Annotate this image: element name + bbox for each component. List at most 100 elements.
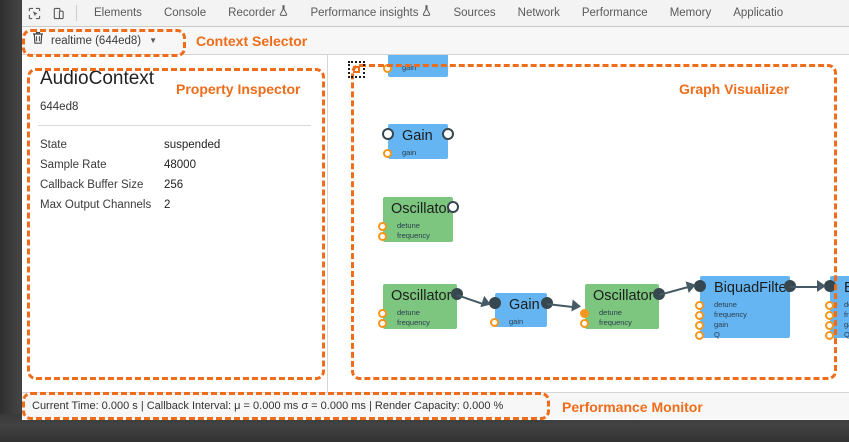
audio-param-port-icon[interactable] [378, 231, 387, 241]
graph-node-title: Oscillator [391, 288, 452, 304]
tab-performance[interactable]: Performance [571, 0, 659, 26]
graph-node-output-port[interactable] [541, 297, 553, 309]
audio-context-detail-view: AudioContext 644ed8 State suspended Samp… [22, 55, 849, 406]
page-title: AudioContext [40, 68, 155, 89]
audio-param-gain[interactable]: gain [825, 320, 849, 330]
tab-performance-insights[interactable]: Performance insights [299, 0, 442, 26]
audio-param-detune[interactable]: detune [378, 308, 457, 318]
property-inspector-panel: AudioContext 644ed8 State suspended Samp… [22, 55, 328, 406]
audio-param-detune[interactable]: detune [580, 308, 659, 318]
graph-visualizer-canvas[interactable]: GaingainGaingainOscillatordetunefrequenc… [328, 55, 849, 406]
graph-edge-arrowhead [571, 299, 582, 313]
audio-param-port-icon[interactable] [825, 330, 834, 340]
audio-param-frequency[interactable]: frequency [378, 318, 457, 328]
tab-performance-label: Performance [581, 7, 648, 19]
graph-node-title: Oscillator [593, 288, 654, 304]
audio-param-port-icon[interactable] [695, 310, 704, 320]
audio-param-Q[interactable]: Q [825, 330, 849, 340]
audio-param-port-icon[interactable] [695, 320, 704, 330]
tab-recorder[interactable]: Recorder [217, 0, 299, 26]
property-table: State suspended Sample Rate 48000 Callba… [40, 135, 220, 215]
graph-node-gain-top[interactable]: Gain gain [383, 55, 448, 77]
tab-application-label: Applicatio [733, 7, 784, 19]
tab-application[interactable]: Applicatio [722, 0, 794, 26]
table-row: Sample Rate 48000 [40, 155, 220, 175]
audio-param-frequency[interactable]: frequency [825, 310, 849, 320]
graph-node-output-port[interactable] [451, 288, 463, 300]
graph-edge-arrowhead [817, 280, 826, 292]
trash-icon[interactable] [32, 31, 44, 50]
audio-param-gain[interactable]: gain [383, 148, 448, 158]
audio-param-port-icon[interactable] [825, 320, 834, 330]
audio-param-frequency[interactable]: frequency [695, 310, 790, 320]
audio-param-port-icon[interactable] [378, 318, 387, 328]
audio-param-port-icon[interactable] [825, 310, 834, 320]
audio-param-port-icon[interactable] [825, 300, 834, 310]
property-key: Callback Buffer Size [40, 179, 144, 191]
audio-param-gain[interactable]: gain [490, 317, 547, 327]
graph-node-title: Gain [388, 55, 448, 59]
graph-node-params: gain [383, 63, 448, 73]
audio-param-detune[interactable]: detune [695, 300, 790, 310]
graph-node-title: Oscillator [391, 201, 452, 217]
chevron-down-icon[interactable]: ▼ [149, 36, 158, 45]
audio-param-detune[interactable]: detune [825, 300, 849, 310]
audio-param-detune[interactable]: detune [378, 221, 453, 231]
tab-console[interactable]: Console [153, 0, 217, 26]
property-value: suspended [164, 139, 221, 151]
graph-node-output-port[interactable] [447, 201, 459, 213]
tab-elements[interactable]: Elements [83, 0, 153, 26]
graph-node-title: B [844, 280, 849, 296]
audio-param-Q[interactable]: Q [695, 330, 790, 340]
audio-param-port-icon[interactable] [580, 308, 589, 318]
audio-param-frequency[interactable]: frequency [580, 318, 659, 328]
inspect-element-icon[interactable] [22, 0, 46, 26]
audio-param-port-icon[interactable] [383, 63, 392, 73]
audio-param-port-icon[interactable] [378, 308, 387, 318]
tab-memory[interactable]: Memory [659, 0, 723, 26]
tab-network[interactable]: Network [507, 0, 571, 26]
graph-node-input-port[interactable] [489, 297, 501, 309]
table-row: State suspended [40, 135, 220, 155]
graph-node-input-port[interactable] [382, 128, 394, 140]
table-row: Max Output Channels 2 [40, 195, 220, 215]
property-value: 2 [164, 199, 171, 211]
experimental-flask-icon [422, 0, 431, 26]
graph-node-biquad-2[interactable]: BdetunefrequencygainQ [824, 276, 849, 340]
context-selector-dropdown[interactable]: realtime (644ed8) ▼ [22, 27, 157, 54]
audio-param-frequency[interactable]: frequency [378, 231, 453, 241]
tab-recorder-label: Recorder [228, 7, 276, 19]
property-value: 256 [164, 179, 184, 191]
graph-edge [790, 286, 818, 288]
property-key: Max Output Channels [40, 199, 152, 211]
graph-node-output-port[interactable] [442, 128, 454, 140]
audio-param-port-icon[interactable] [580, 318, 589, 328]
audio-param-port-icon[interactable] [378, 221, 387, 231]
audio-param-port-icon[interactable] [490, 317, 499, 327]
graph-node-output-port[interactable] [653, 288, 665, 300]
table-row: Callback Buffer Size 256 [40, 175, 220, 195]
tab-sources[interactable]: Sources [442, 0, 506, 26]
audio-param-port-icon[interactable] [383, 148, 392, 158]
audio-param-port-icon[interactable] [695, 300, 704, 310]
tab-sources-label: Sources [453, 7, 496, 19]
graph-node-input-port[interactable] [694, 280, 706, 292]
graph-edge [456, 294, 483, 305]
audio-param-gain[interactable]: gain [383, 63, 448, 73]
audio-param-gain[interactable]: gain [695, 320, 790, 330]
devtools-window: Elements Console Recorder Performance in… [22, 0, 849, 420]
device-toolbar-icon[interactable] [46, 0, 70, 26]
tab-performance-insights-label: Performance insights [310, 7, 419, 19]
context-selector-value: realtime (644ed8) [51, 34, 142, 47]
audio-param-port-icon[interactable] [695, 330, 704, 340]
